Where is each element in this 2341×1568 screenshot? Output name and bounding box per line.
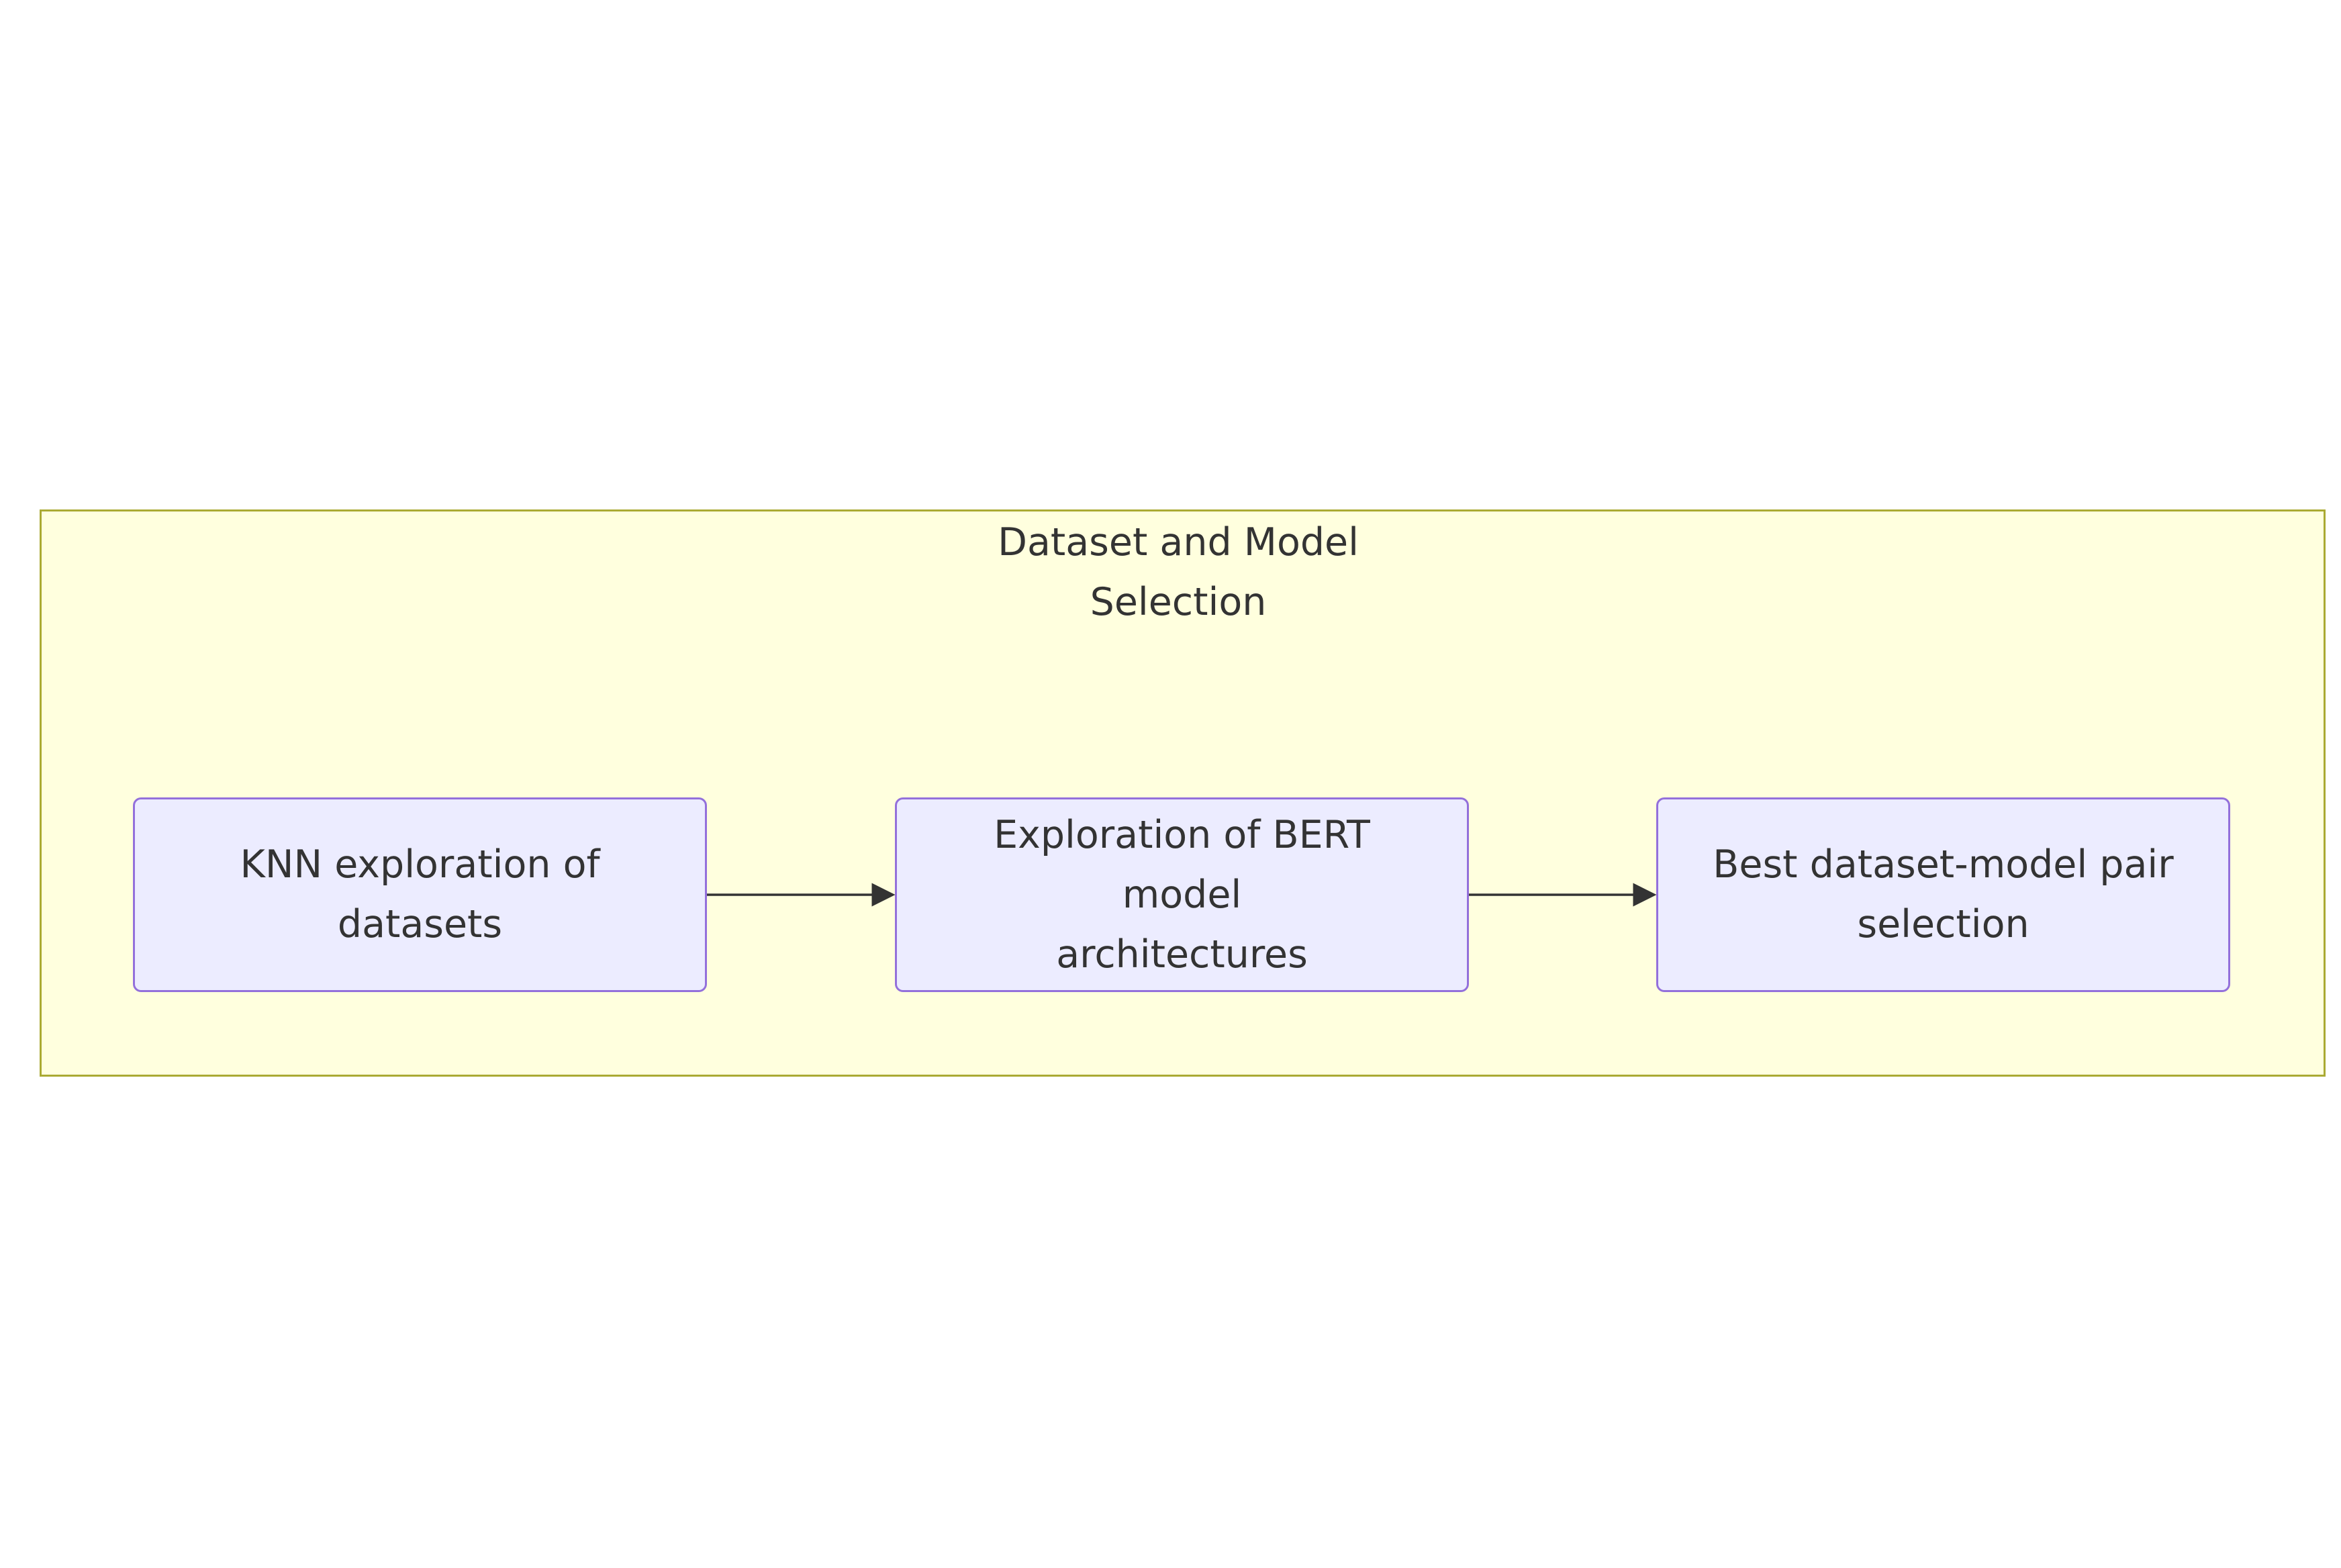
node-label: Exploration of BERT model architectures — [994, 812, 1370, 977]
node-knn-exploration[interactable]: KNN exploration of datasets — [133, 797, 707, 992]
cluster-title: Dataset and Model Selection — [998, 520, 1359, 624]
node-label: Best dataset-model pair selection — [1713, 842, 2174, 946]
node-best-pair-selection[interactable]: Best dataset-model pair selection — [1656, 797, 2230, 992]
node-label: KNN exploration of datasets — [240, 842, 600, 946]
node-bert-exploration[interactable]: Exploration of BERT model architectures — [895, 797, 1469, 992]
